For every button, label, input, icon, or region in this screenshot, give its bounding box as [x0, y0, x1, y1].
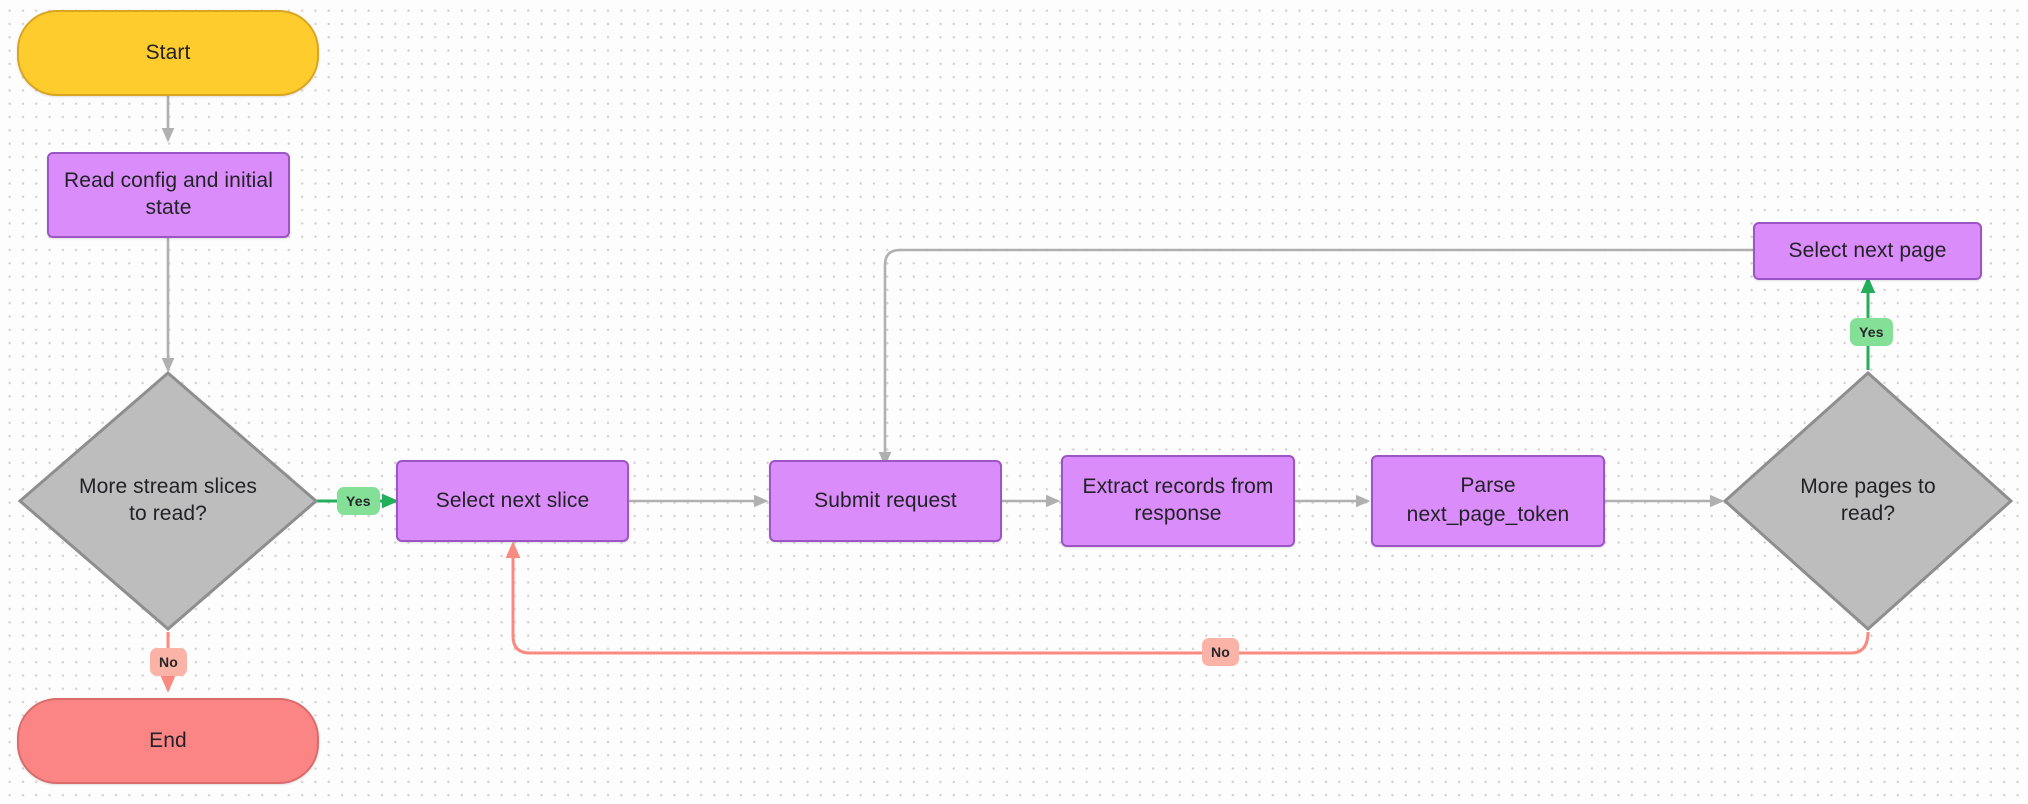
decision-diamond-shape	[17, 371, 319, 631]
node-select-next-page[interactable]: Select next page	[1753, 222, 1982, 280]
edge-label-text: Yes	[1859, 324, 1884, 340]
node-end-label: End	[149, 728, 187, 752]
edge-label-text: No	[1211, 644, 1231, 660]
edge-label-no-more-stream-slices[interactable]: No	[150, 648, 188, 676]
node-submit-request-label: Submit request	[814, 488, 957, 512]
node-more-stream-slices[interactable]: More stream slices to read?	[17, 370, 319, 632]
node-parse-next-page-token[interactable]: Parse next_page_token	[1371, 455, 1605, 547]
node-select-next-page-label: Select next page	[1788, 238, 1947, 262]
edge-more-pages-no-to-select-slice	[505, 541, 1870, 655]
node-start[interactable]: Start	[17, 10, 319, 96]
node-select-next-slice-label: Select next slice	[435, 488, 590, 512]
node-read-config-label: Read config and initial state	[64, 169, 273, 219]
node-parse-token-label-line1: Parse	[1460, 474, 1516, 498]
node-submit-request[interactable]: Submit request	[769, 460, 1002, 542]
node-parse-token-label-line2: next_page_token	[1406, 503, 1570, 526]
node-select-next-slice[interactable]: Select next slice	[396, 460, 629, 542]
edge-label-yes-more-pages[interactable]: Yes	[1850, 318, 1893, 346]
edge-label-no-more-pages[interactable]: No	[1202, 638, 1240, 666]
edge-label-text: Yes	[346, 493, 371, 509]
edge-label-yes-more-stream-slices[interactable]: Yes	[337, 487, 380, 515]
edge-select-page-to-submit-request	[878, 248, 1753, 467]
decision-diamond-shape	[1722, 370, 2014, 632]
node-more-pages[interactable]: More pages to read?	[1722, 370, 2014, 632]
edge-label-text: No	[159, 654, 179, 670]
node-start-label: Start	[145, 40, 191, 64]
node-read-config[interactable]: Read config and initial state	[47, 152, 290, 238]
node-extract-records[interactable]: Extract records from response	[1061, 455, 1295, 547]
node-end[interactable]: End	[17, 698, 319, 784]
node-extract-records-label: Extract records from response	[1082, 475, 1274, 525]
